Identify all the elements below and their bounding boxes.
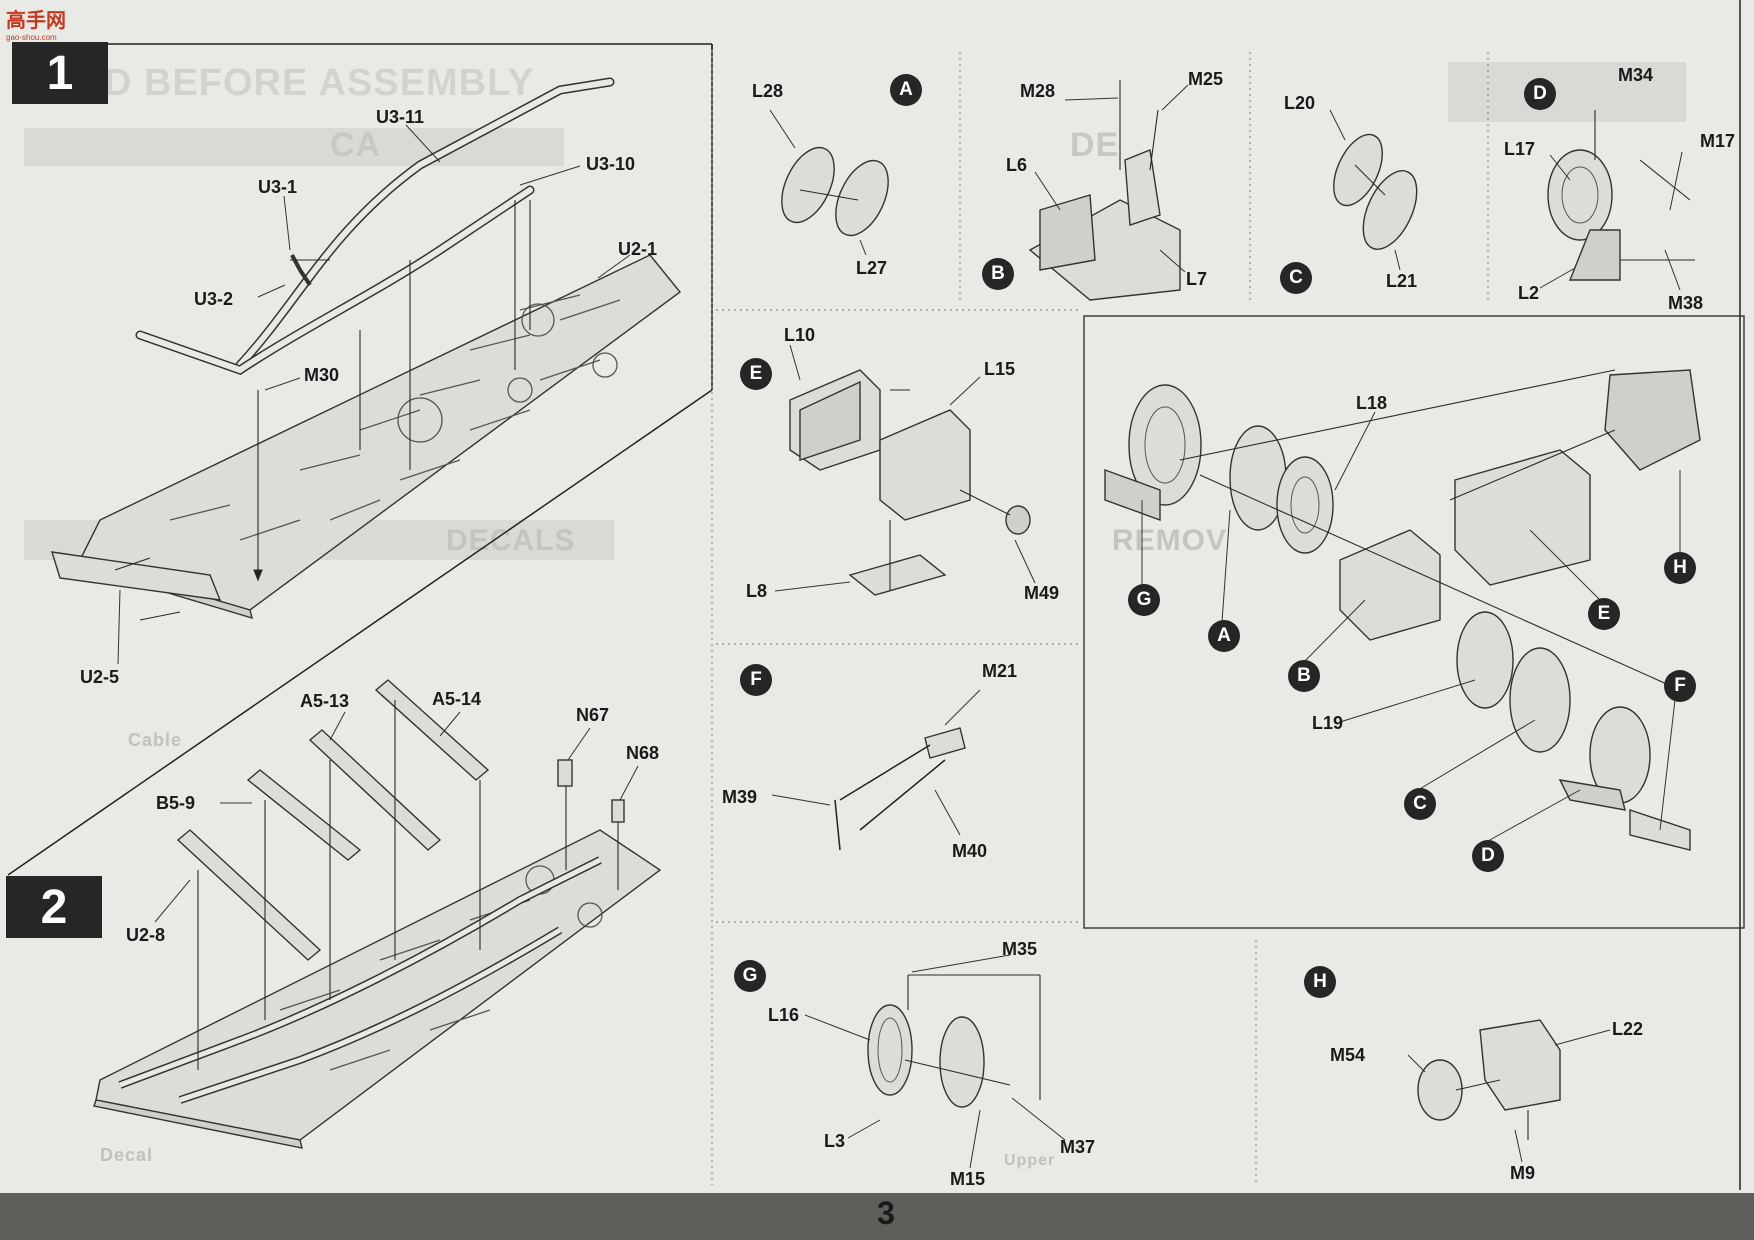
sub-assembly-badge-f: F bbox=[740, 664, 772, 696]
ghost-title: D BEFORE ASSEMBLY bbox=[104, 62, 535, 104]
part-label: L17 bbox=[1504, 139, 1536, 159]
sub-assembly-badge-h: H bbox=[1304, 966, 1336, 998]
part-label: M30 bbox=[304, 365, 340, 385]
footer-bar bbox=[0, 1193, 1754, 1240]
final-badge-a: A bbox=[1208, 620, 1240, 652]
final-badge-c: C bbox=[1404, 788, 1436, 820]
part-label: L8 bbox=[746, 581, 768, 601]
ghost-caution: CA bbox=[330, 126, 382, 164]
part-label: U3-1 bbox=[258, 177, 298, 197]
part-label: M38 bbox=[1668, 293, 1704, 313]
final-badge-h: H bbox=[1664, 552, 1696, 584]
final-badge-e: E bbox=[1588, 598, 1620, 630]
final-badge-g: G bbox=[1128, 584, 1160, 616]
part-label: M40 bbox=[952, 841, 988, 861]
part-label: L18 bbox=[1356, 393, 1388, 413]
ghost-decal: Decal bbox=[100, 1145, 154, 1165]
part-label: L2 bbox=[1518, 283, 1540, 303]
part-label: L15 bbox=[984, 359, 1016, 379]
step-diagonal-divider bbox=[7, 389, 713, 876]
part-label: L6 bbox=[1006, 155, 1028, 175]
sub-assembly-badge-c: C bbox=[1280, 262, 1312, 294]
part-label: L10 bbox=[784, 325, 816, 345]
part-label: M54 bbox=[1330, 1045, 1366, 1065]
part-label: U2-5 bbox=[80, 667, 120, 687]
sub-assembly-badge-b: B bbox=[982, 258, 1014, 290]
part-label: U3-10 bbox=[586, 154, 636, 174]
part-label: M28 bbox=[1020, 81, 1056, 101]
part-label: M35 bbox=[1002, 939, 1038, 959]
part-label: L3 bbox=[824, 1131, 846, 1151]
part-label: L7 bbox=[1186, 269, 1208, 289]
part-label: M21 bbox=[982, 661, 1018, 681]
part-label: U3-11 bbox=[376, 107, 425, 127]
final-badge-d: D bbox=[1472, 840, 1504, 872]
sub-assembly-badge-a: A bbox=[890, 74, 922, 106]
part-label: U3-2 bbox=[194, 289, 234, 309]
part-label: M15 bbox=[950, 1169, 986, 1189]
sub-assembly-badge-e: E bbox=[740, 358, 772, 390]
part-label: U2-1 bbox=[618, 239, 658, 259]
ghost-de: DE bbox=[1070, 126, 1120, 164]
part-label: L22 bbox=[1612, 1019, 1644, 1039]
part-label: L21 bbox=[1386, 271, 1418, 291]
part-label: M49 bbox=[1024, 583, 1060, 603]
part-label: N68 bbox=[626, 743, 660, 763]
part-label: L16 bbox=[768, 1005, 800, 1025]
sub-assembly-badge-g: G bbox=[734, 960, 766, 992]
part-label: L27 bbox=[856, 258, 888, 278]
part-label: L19 bbox=[1312, 713, 1344, 733]
final-badge-b: B bbox=[1288, 660, 1320, 692]
part-label: M37 bbox=[1060, 1137, 1096, 1157]
part-label: A5-14 bbox=[432, 689, 482, 709]
part-label: A5-13 bbox=[300, 691, 350, 711]
part-label: B5-9 bbox=[156, 793, 196, 813]
ghost-upper: Upper bbox=[1004, 1152, 1056, 1169]
step-2-badge: 2 bbox=[6, 876, 102, 938]
page-number: 3 bbox=[877, 1195, 895, 1231]
part-label: M39 bbox=[722, 787, 758, 807]
ghost-remove: REMOV bbox=[1112, 524, 1228, 557]
final-badge-f: F bbox=[1664, 670, 1696, 702]
part-label: M9 bbox=[1510, 1163, 1536, 1183]
part-label: L28 bbox=[752, 81, 784, 101]
sub-assembly-badge-d: D bbox=[1524, 78, 1556, 110]
part-label: M25 bbox=[1188, 69, 1224, 89]
ghost-cable: Cable bbox=[128, 730, 183, 750]
part-label: N67 bbox=[576, 705, 610, 725]
part-label: M17 bbox=[1700, 131, 1736, 151]
part-label: M34 bbox=[1618, 65, 1654, 85]
step-1-badge: 1 bbox=[12, 42, 108, 104]
part-label: U2-8 bbox=[126, 925, 166, 945]
part-label: L20 bbox=[1284, 93, 1316, 113]
